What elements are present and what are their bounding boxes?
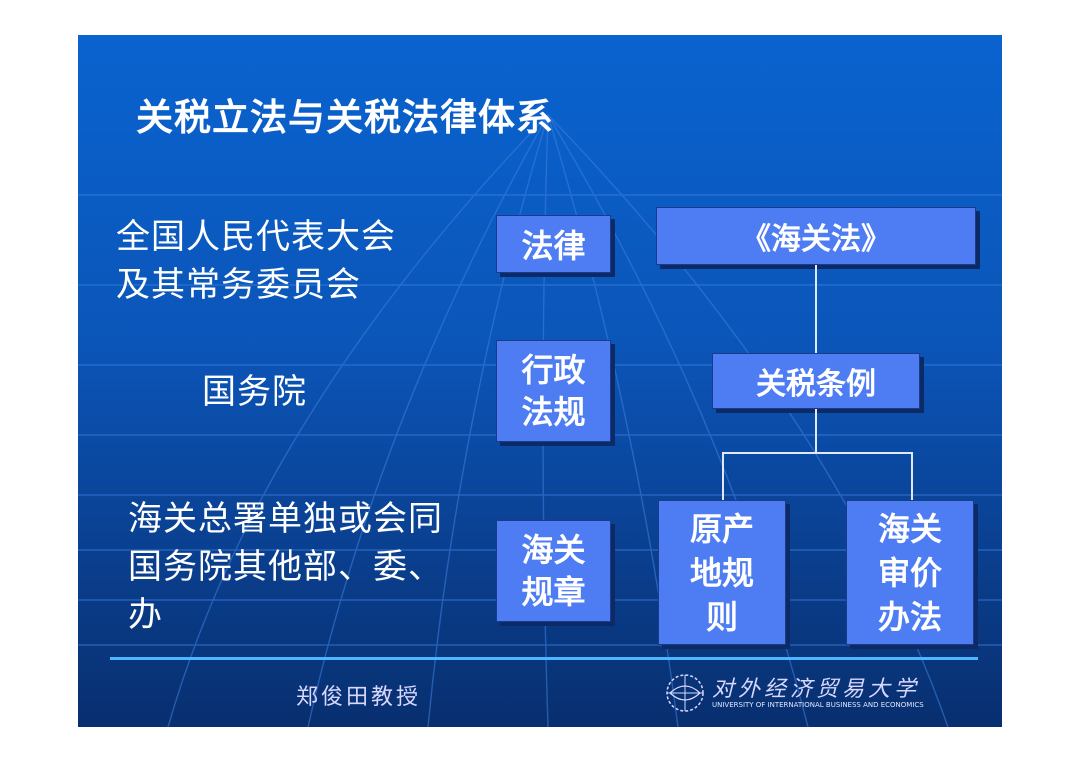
issuer-state-council-line-1: 国务院 — [202, 372, 307, 412]
connector-branch-left — [722, 452, 724, 500]
node-tariff-regulations-label: 关税条例 — [756, 367, 876, 402]
node-origin-line-1: 原产 — [689, 509, 754, 548]
connector-branch-horizontal — [722, 452, 913, 454]
category-label-admin-line-1: 行政 — [521, 351, 586, 389]
university-name-en: UNIVERSITY OF INTERNATIONAL BUSINESS AND… — [712, 701, 924, 709]
issuer-npc: 全国人民代表大会 及其常务委员会 — [116, 213, 396, 309]
connector-law-to-regulations — [815, 265, 817, 353]
connector-regulations-down — [815, 409, 817, 453]
node-origin-line-2: 地规 — [689, 553, 754, 592]
issuer-customs-line-2: 国务院其他部、委、 — [128, 547, 443, 587]
node-valuation-line-3: 办法 — [877, 597, 942, 636]
category-box-customs-rules: 海关 规章 — [496, 520, 611, 622]
category-box-admin-regulation: 行政 法规 — [496, 340, 611, 442]
node-origin-line-3: 则 — [705, 597, 738, 636]
category-box-law: 法律 — [496, 215, 611, 273]
university-name-cn: 对外经济贸易大学 — [712, 677, 921, 702]
issuer-customs-line-3: 办 — [128, 595, 163, 635]
issuer-npc-line-1: 全国人民代表大会 — [116, 217, 396, 257]
node-rules-of-origin: 原产 地规 则 — [658, 500, 786, 645]
node-valuation-line-1: 海关 — [877, 509, 942, 548]
category-label-admin-line-2: 法规 — [521, 393, 586, 431]
page-title: 关税立法与关税法律体系 — [136, 96, 554, 139]
university-logo: 对外经济贸易大学 UNIVERSITY OF INTERNATIONAL BUS… — [662, 671, 924, 719]
category-label-customs-line-2: 规章 — [521, 573, 586, 611]
node-customs-law: 《海关法》 — [656, 207, 976, 265]
university-emblem-icon — [666, 674, 704, 712]
node-tariff-regulations: 关税条例 — [712, 353, 920, 409]
footer-divider — [110, 657, 978, 660]
category-label-customs-line-1: 海关 — [521, 531, 586, 569]
connector-branch-right — [911, 452, 913, 500]
node-customs-law-label: 《海关法》 — [741, 222, 891, 257]
issuer-npc-line-2: 及其常务委员会 — [116, 265, 361, 305]
category-label-law: 法律 — [521, 227, 586, 265]
issuer-state-council: 国务院 — [202, 368, 307, 416]
node-valuation-measures: 海关 审价 办法 — [846, 500, 974, 645]
slide: 关税立法与关税法律体系 全国人民代表大会 及其常务委员会 国务院 海关总署单独或… — [78, 35, 1002, 727]
node-valuation-line-2: 审价 — [877, 553, 942, 592]
issuer-customs-admin: 海关总署单独或会同 国务院其他部、委、 办 — [128, 495, 443, 639]
author-name: 郑俊田教授 — [296, 685, 422, 710]
issuer-customs-line-1: 海关总署单独或会同 — [128, 499, 443, 539]
